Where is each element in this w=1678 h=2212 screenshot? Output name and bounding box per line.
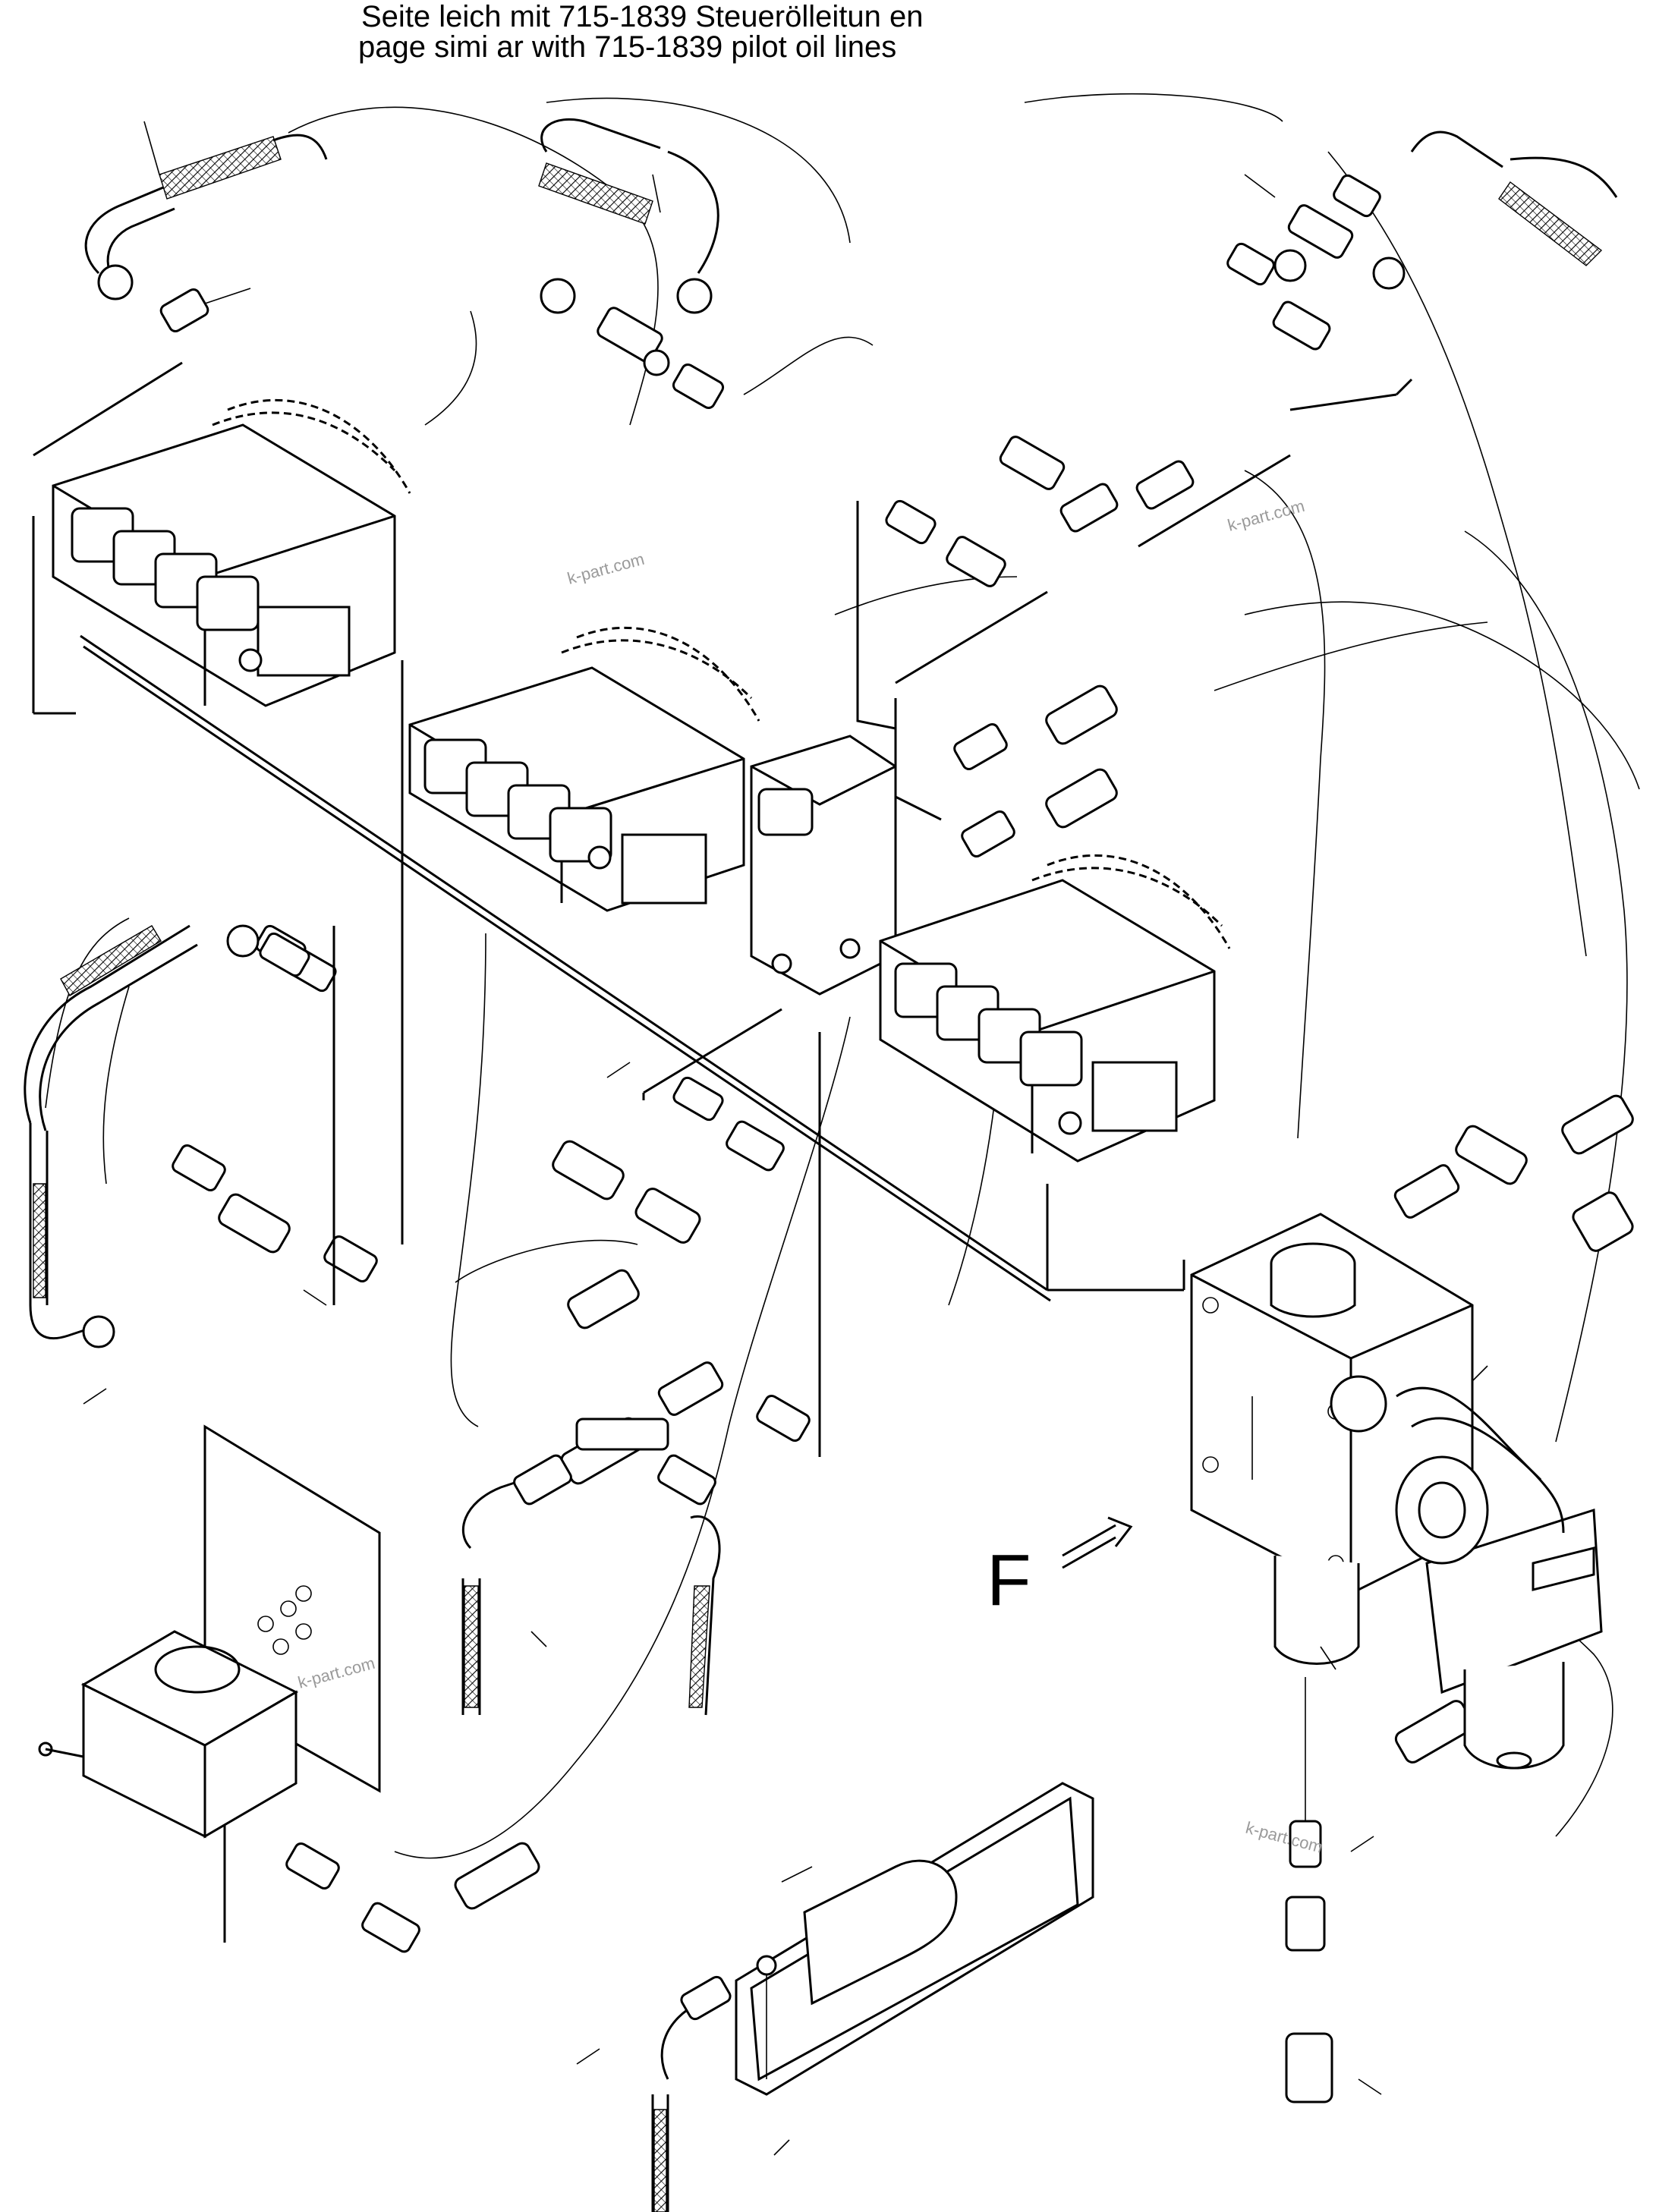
solenoid-valve-bank-2 bbox=[408, 626, 760, 912]
caption-english: page simi ar with 715-1839 pilot oil lin… bbox=[358, 30, 897, 64]
hose-routing-lines bbox=[45, 93, 1640, 1859]
drain-fitting-icon bbox=[1285, 1677, 1333, 2103]
hose-assembly-left bbox=[24, 924, 335, 1348]
hose-assembly-top-left bbox=[84, 121, 328, 333]
hose-assembly-bottom-middle bbox=[461, 1418, 721, 1716]
pressure-filter bbox=[1190, 1213, 1603, 2103]
solenoid-valve-bank-3 bbox=[879, 854, 1231, 1163]
solenoid-valve-icon bbox=[71, 507, 260, 631]
hose-assembly-top-right bbox=[1226, 131, 1618, 351]
hose-fittings bbox=[172, 436, 1634, 1953]
accumulator-panel bbox=[735, 1782, 1094, 2096]
hose-assembly-bottom-left bbox=[651, 1975, 732, 2212]
caption-german: Seite leich mit 715-1839 Steuerölleitun … bbox=[361, 0, 924, 33]
view-label-f: F bbox=[987, 1540, 1031, 1621]
hose-fitting-icon bbox=[172, 436, 1634, 1953]
solenoid-valve-bank-1 bbox=[52, 398, 411, 707]
single-valve bbox=[750, 735, 897, 996]
leader-lines bbox=[83, 1062, 1488, 2156]
watermark-2: k-part.com bbox=[1226, 496, 1307, 535]
manifold-rail bbox=[32, 516, 1184, 1302]
view-arrow-icon: F bbox=[987, 1516, 1133, 1621]
watermark-1: k-part.com bbox=[565, 549, 647, 588]
hose-assembly-top-middle bbox=[538, 118, 725, 410]
pump-block bbox=[38, 1424, 381, 1839]
